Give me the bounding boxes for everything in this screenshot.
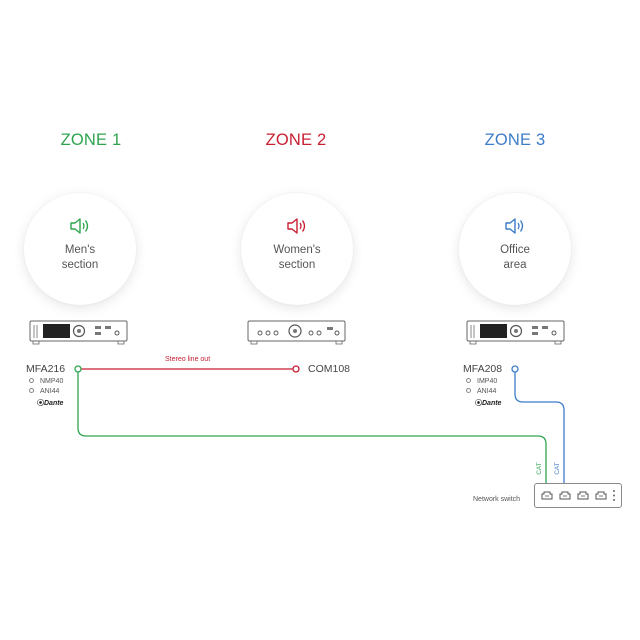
mfa216-module: NMP40: [29, 377, 63, 385]
stereo-line-label: Stereo line out: [165, 356, 211, 363]
speaker-icon: [70, 218, 89, 234]
ethernet-port-icon: [559, 491, 571, 500]
zone2-title: ZONE 2: [265, 131, 327, 149]
mfa208-port: [511, 365, 519, 373]
network-switch: [534, 483, 622, 508]
com108-port: [292, 365, 300, 373]
mfa208-amplifier: [466, 320, 565, 345]
zone1-cat-line: [77, 372, 547, 488]
zone3-cat-line: [514, 372, 565, 488]
ethernet-port-icon: [595, 491, 607, 500]
zone1-title: ZONE 1: [60, 131, 122, 149]
mfa216-name: MFA216: [26, 363, 66, 375]
network-switch-label: Network switch: [473, 496, 521, 503]
zone3-title: ZONE 3: [484, 131, 546, 149]
cat-label-green: CAT: [535, 462, 543, 475]
dante-logo: ⦿Dante: [475, 400, 502, 407]
cat-label-blue: CAT: [553, 462, 561, 475]
status-led-icon: [613, 490, 615, 501]
mfa208-module: IMP40: [466, 377, 497, 385]
speaker-icon: [505, 218, 524, 234]
mfa216-amplifier: [29, 320, 128, 345]
com108-name: COM108: [308, 363, 351, 375]
dante-logo: ⦿Dante: [37, 400, 64, 407]
ethernet-port-icon: [577, 491, 589, 500]
speaker-icon: [287, 218, 306, 234]
mfa216-port: [74, 365, 82, 373]
mfa208-name: MFA208: [463, 363, 503, 375]
mfa208-module: ANI44: [466, 387, 496, 395]
com108-amplifier: [247, 320, 346, 345]
ethernet-port-icon: [541, 491, 553, 500]
mfa216-module: ANI44: [29, 387, 59, 395]
